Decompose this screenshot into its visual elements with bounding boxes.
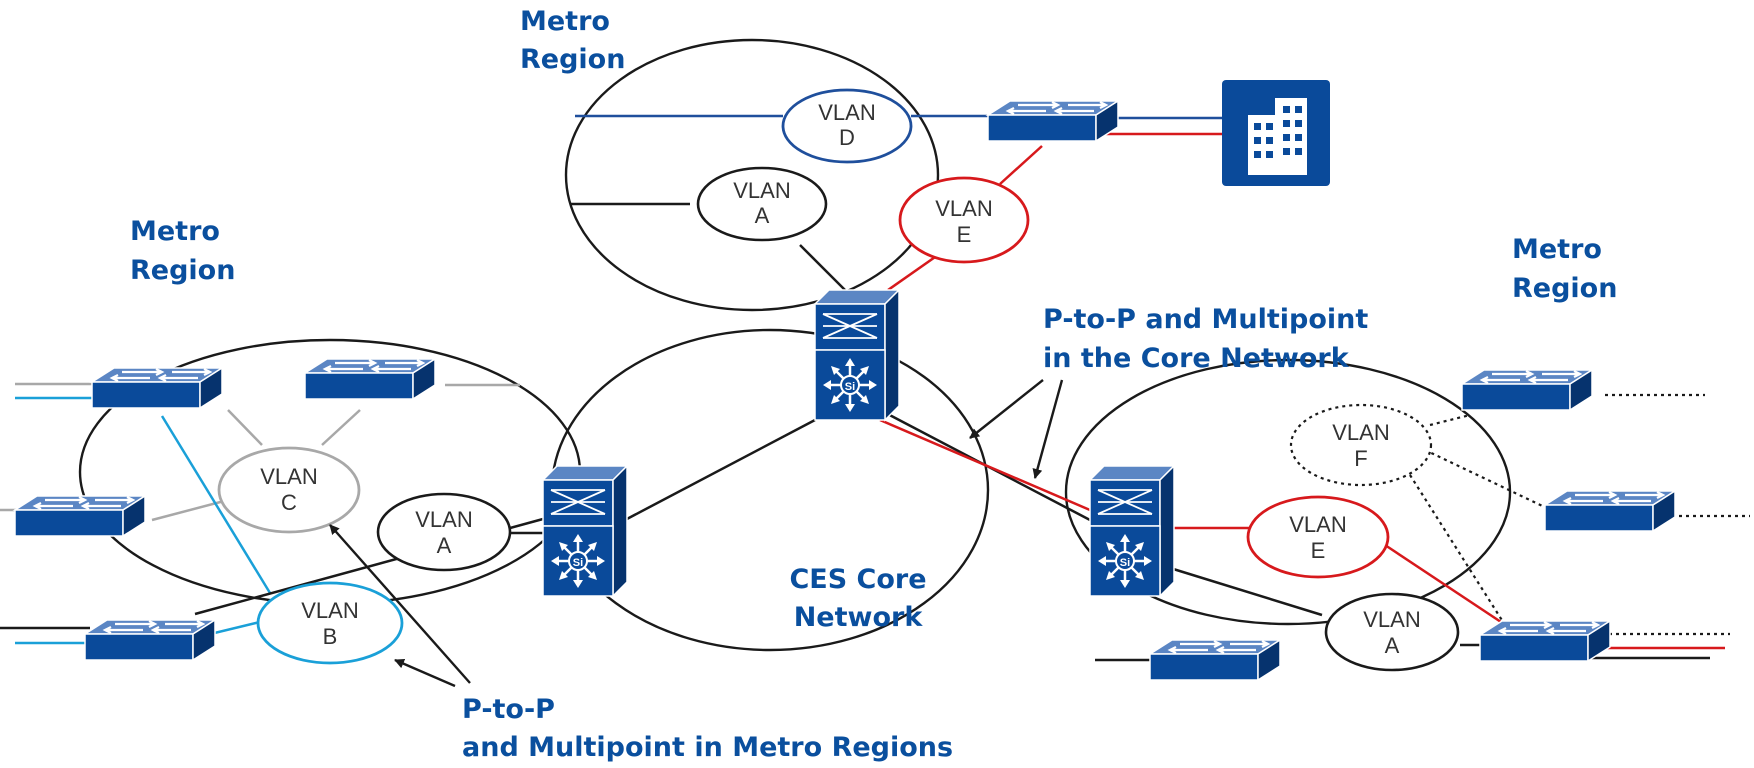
vlan-e-right-node (1246, 495, 1390, 579)
vlan-a-right-label: VLAN (1363, 607, 1420, 632)
vlan-e-right-letter: E (1311, 538, 1326, 563)
vlan-a-top-node (696, 166, 828, 242)
metro-region-top-boundary (564, 38, 940, 312)
vlan-a-right-link-in (1169, 566, 1323, 617)
core-annotation-line1: P-to-P and Multipoint (1043, 304, 1368, 335)
core-link-left-top (624, 418, 816, 522)
vlan-b-letter: B (323, 624, 338, 649)
core-annotation-arrow-1 (969, 379, 1044, 439)
switch-left-2[interactable] (303, 357, 437, 401)
core-annotation-arrow-2 (1032, 379, 1064, 479)
metro-region-right-label-line1: Metro (1512, 234, 1602, 265)
metro-annotation-line2: and Multipoint in Metro Regions (462, 732, 953, 763)
metro-region-top-label-line2: Region (520, 44, 625, 75)
vlan-a-right-letter: A (1385, 633, 1400, 658)
vlan-e-right-label: VLAN (1289, 512, 1346, 537)
vlan-e-top-to-core (887, 253, 939, 292)
vlan-a-top-to-core (799, 244, 846, 291)
core-network-label-line1: CES Core (789, 564, 926, 595)
vlan-c-link-1 (227, 409, 263, 446)
metro-region-right-boundary (1064, 358, 1512, 626)
vlan-c-link-3 (151, 498, 229, 522)
vlan-b-link-up (160, 415, 272, 594)
metro-region-left-label-line1: Metro (130, 216, 220, 247)
core-switch-top[interactable] (813, 288, 901, 422)
vlan-c-label: VLAN (260, 464, 317, 489)
vlan-a-left-letter: A (437, 533, 452, 558)
metro-annotation-arrow-1 (329, 524, 471, 684)
vlan-f-letter: F (1354, 446, 1367, 471)
metro-region-top-label-line1: Metro (520, 6, 610, 37)
metro-annotation-line1: P-to-P (462, 694, 555, 725)
vlan-f-node (1289, 403, 1433, 487)
metro-annotation-arrow-2 (394, 658, 456, 688)
core-switch-right[interactable] (1088, 464, 1176, 598)
switch-right-1[interactable] (1460, 368, 1594, 412)
metro-region-left-label-line2: Region (130, 255, 235, 286)
switch-right-3[interactable] (1478, 619, 1612, 663)
core-switch-right-badge: Si (1120, 557, 1130, 569)
core-switch-top-badge: Si (845, 381, 855, 393)
switch-top-metro[interactable] (986, 99, 1120, 143)
core-switch-left[interactable] (541, 464, 629, 598)
vlan-a-top-label: VLAN (733, 178, 790, 203)
vlan-e-right-link-out (1384, 543, 1511, 630)
vlan-d-letter: D (839, 125, 855, 150)
vlan-d-node (781, 88, 913, 164)
vlan-e-top-node (898, 176, 1030, 264)
vlan-b-label: VLAN (301, 598, 358, 623)
vlan-b-node (256, 581, 404, 665)
switch-left-4[interactable] (83, 618, 217, 662)
switch-right-2[interactable] (1543, 489, 1677, 533)
vlan-c-node (217, 446, 361, 534)
vlan-e-top-to-switch (999, 145, 1043, 185)
vlan-f-label: VLAN (1332, 420, 1389, 445)
vlan-c-link-2 (321, 409, 361, 446)
vlan-a-left-label: VLAN (415, 507, 472, 532)
vlan-a-top-letter: A (755, 203, 770, 228)
switch-right-4[interactable] (1148, 638, 1282, 682)
vlan-d-label: VLAN (818, 100, 875, 125)
building-icon[interactable] (1222, 80, 1330, 186)
vlan-e-top-letter: E (957, 222, 972, 247)
core-network-label-line2: Network (794, 602, 924, 633)
vlan-c-letter: C (281, 490, 297, 515)
metro-region-right-label-line2: Region (1512, 273, 1617, 304)
switch-left-1[interactable] (90, 366, 224, 410)
switch-left-3[interactable] (13, 494, 147, 538)
core-annotation-line2: in the Core Network (1043, 343, 1350, 374)
core-switch-left-badge: Si (573, 557, 583, 569)
core-link-top-right-red (879, 418, 1091, 512)
vlan-a-left-node (376, 492, 512, 572)
vlan-e-top-label: VLAN (935, 196, 992, 221)
vlan-a-right-node (1324, 592, 1460, 672)
